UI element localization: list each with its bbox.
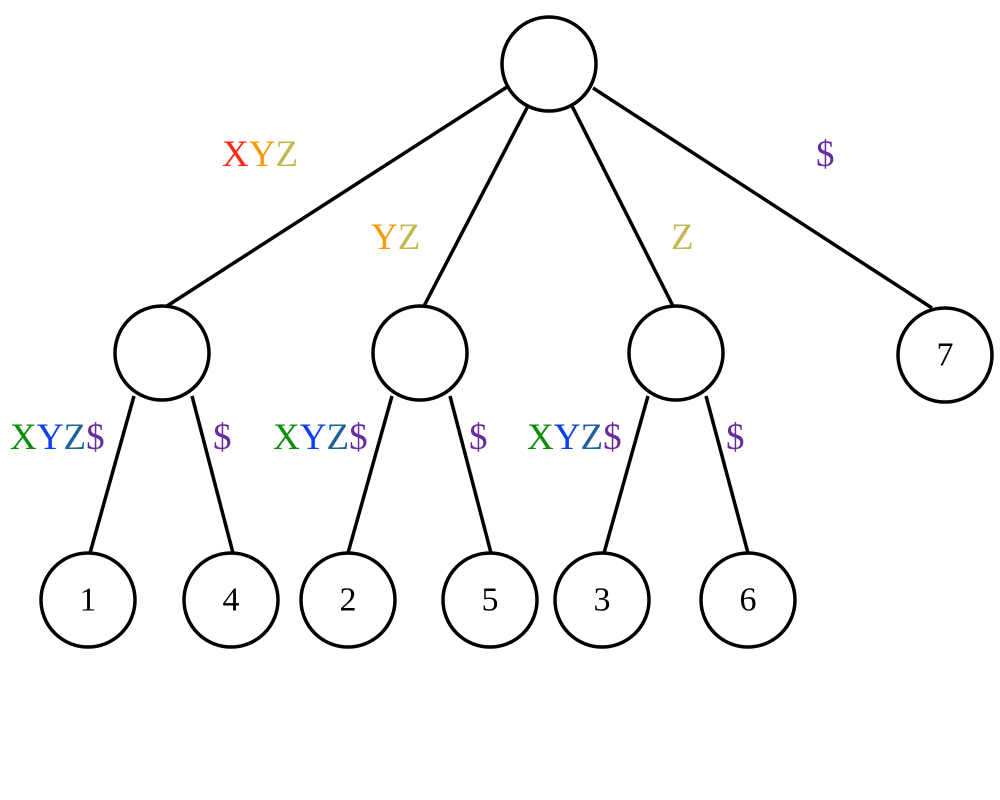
- edge-label-char: $: [726, 417, 745, 458]
- internal-node-yz: [371, 304, 469, 402]
- edge-label-char: X: [527, 417, 554, 458]
- edge-label-char: Y: [554, 417, 581, 458]
- internal-node-z: [627, 304, 725, 402]
- edge-label-yz-5: $: [469, 417, 488, 458]
- edge-label-z-3: XYZ$: [527, 417, 622, 458]
- edge-label-xyz-1: XYZ$: [10, 417, 105, 458]
- edge-label-xyz-4: $: [213, 417, 232, 458]
- edge-label-z-6: $: [726, 417, 745, 458]
- edge-yz-5: [448, 395, 493, 554]
- leaf-node-2: 2: [299, 551, 397, 649]
- leaf-node-3-label: 3: [594, 582, 611, 619]
- edge-label-char: Z: [63, 417, 86, 458]
- edge-label-char: Y: [300, 417, 327, 458]
- edge-label-char: $: [603, 417, 622, 458]
- edge-root-xyz: [166, 85, 508, 308]
- leaf-node-6-label: 6: [740, 582, 757, 619]
- edge-label-char: Y: [37, 417, 64, 458]
- leaf-node-7-label: 7: [937, 337, 954, 374]
- leaf-node-3: 3: [553, 551, 651, 649]
- edge-label-char: $: [349, 417, 368, 458]
- edge-z-3: [602, 395, 650, 554]
- internal-node-xyz: [113, 304, 211, 402]
- leaf-node-4: 4: [182, 551, 280, 649]
- edge-label-char: Z: [671, 217, 694, 258]
- edge-label-root-z: Z: [671, 217, 694, 258]
- edge-z-6: [704, 395, 750, 554]
- edge-label-char: Z: [398, 217, 421, 258]
- edge-label-char: Y: [371, 217, 398, 258]
- edge-yz-2: [346, 395, 394, 554]
- edge-label-char: $: [816, 134, 835, 175]
- leaf-node-7: 7: [896, 306, 994, 404]
- leaf-node-6: 6: [699, 551, 797, 649]
- edge-root-yz: [422, 105, 530, 307]
- edge-label-char: Y: [249, 134, 276, 175]
- edge-root-7: [592, 86, 933, 310]
- nodes: 7 1 4 2 5 3 6: [39, 15, 994, 649]
- edge-label-char: Z: [580, 417, 603, 458]
- edge-label-char: Z: [326, 417, 349, 458]
- root-node: [500, 15, 598, 113]
- edge-label-root-7: $: [816, 134, 835, 175]
- leaf-node-1: 1: [39, 551, 137, 649]
- leaf-node-5-label: 5: [482, 582, 499, 619]
- leaf-node-2-label: 2: [340, 582, 357, 619]
- leaf-node-4-label: 4: [223, 582, 240, 619]
- edge-label-root-yz: YZ: [371, 217, 420, 258]
- leaf-node-1-label: 1: [80, 582, 97, 619]
- edge-label-yz-2: XYZ$: [273, 417, 368, 458]
- edge-label-char: X: [273, 417, 300, 458]
- edge-label-char: $: [86, 417, 105, 458]
- edge-label-char: $: [469, 417, 488, 458]
- edge-label-char: Z: [275, 134, 298, 175]
- edge-xyz-4: [190, 395, 235, 554]
- leaf-node-5: 5: [441, 551, 539, 649]
- edges: [88, 85, 933, 554]
- edge-root-z: [570, 105, 675, 307]
- edge-label-root-xyz: XYZ: [222, 134, 298, 175]
- edge-label-char: $: [213, 417, 232, 458]
- edge-label-char: X: [222, 134, 249, 175]
- edge-xyz-1: [88, 395, 136, 554]
- edge-label-char: X: [10, 417, 37, 458]
- edge-labels: XYZ YZ Z $ XYZ$ $ XYZ$ $ XYZ$ $: [10, 134, 835, 458]
